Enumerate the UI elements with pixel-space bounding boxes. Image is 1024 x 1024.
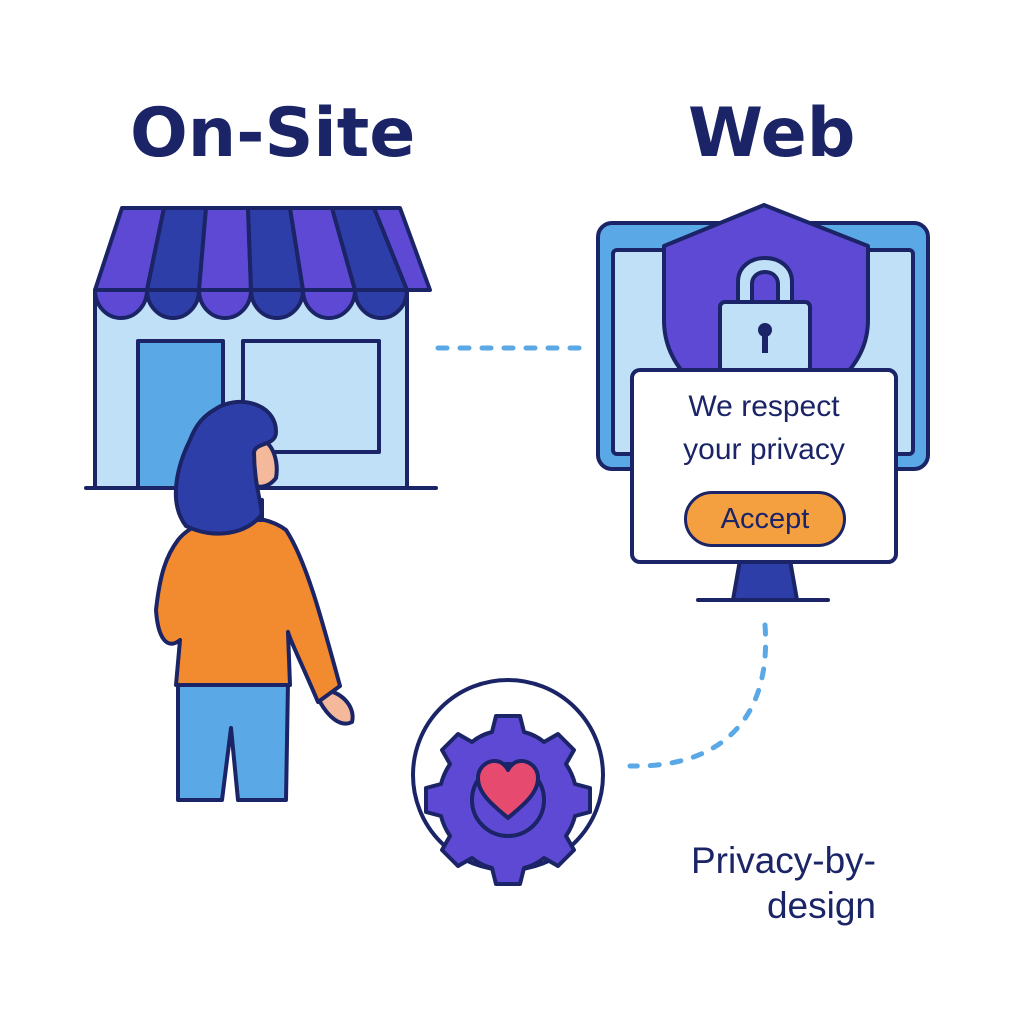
person-shirt <box>154 514 342 704</box>
privacy-by-design-caption-line1: Privacy-by- <box>690 840 876 881</box>
store-awning <box>93 206 432 320</box>
storefront-icon <box>84 206 438 490</box>
padlock-keyslot <box>762 333 768 353</box>
web-heading: Web <box>688 94 856 173</box>
onsite-heading: On-Site <box>130 94 416 173</box>
connector-web-to-gear <box>627 622 769 769</box>
store-window <box>241 339 381 454</box>
monitor-stand <box>731 558 799 602</box>
person-icon <box>154 400 355 802</box>
privacy-message-line1: We respect <box>688 390 840 423</box>
person-hair <box>173 400 278 536</box>
gear-heart-icon <box>411 678 605 886</box>
privacy-message-line2: your privacy <box>683 433 845 466</box>
person-hand <box>318 688 355 726</box>
dashed-connector <box>435 345 769 769</box>
padlock-keyhole <box>758 323 772 337</box>
privacy-by-design-caption-line2: design <box>766 885 876 926</box>
person-legs <box>176 680 290 802</box>
heart-icon <box>476 759 540 820</box>
accept-button[interactable]: Accept <box>684 491 846 547</box>
padlock-shackle <box>736 256 794 304</box>
padlock-icon <box>718 256 812 374</box>
